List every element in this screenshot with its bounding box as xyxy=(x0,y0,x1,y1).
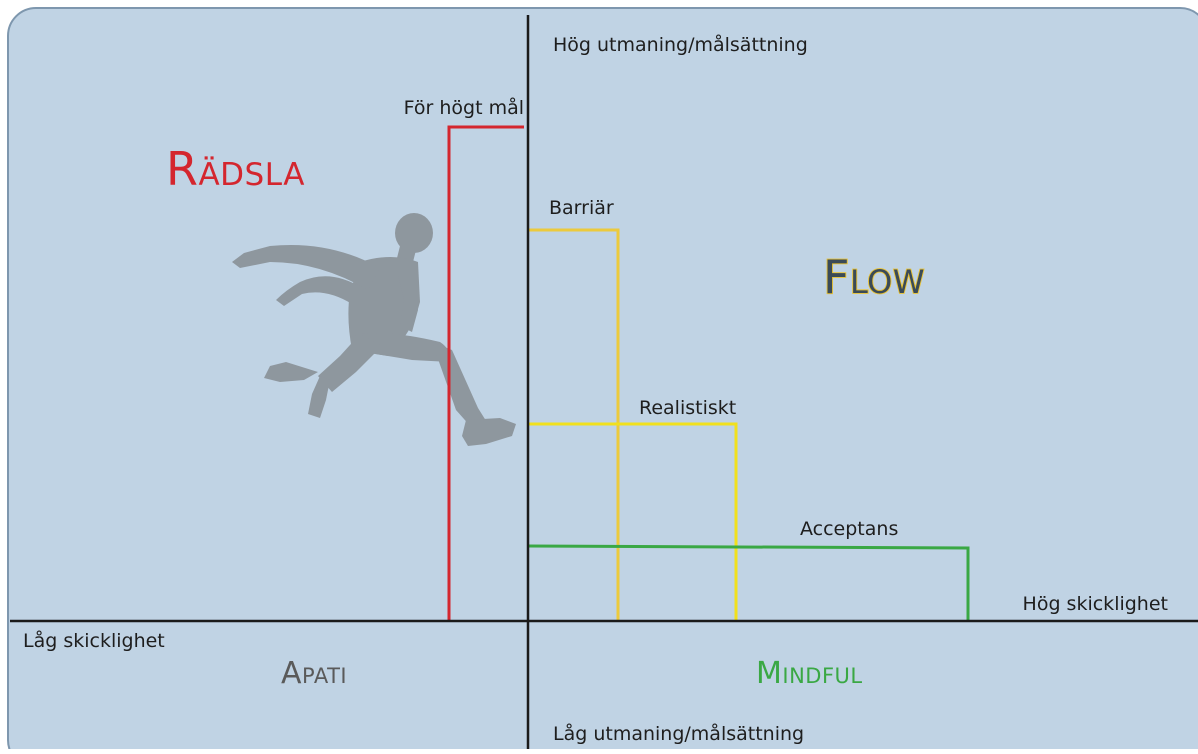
background-panel xyxy=(7,7,1198,754)
axis-label-bottom: Låg utmaning/målsättning xyxy=(553,722,804,745)
jumping-athlete-icon xyxy=(232,213,516,446)
barriar-line xyxy=(529,228,620,621)
axis-label-top: Hög utmaning/målsättning xyxy=(553,33,808,56)
quadrant-label-radsla: RÄDSLA xyxy=(166,142,305,196)
quadrant-label-apati: APATI xyxy=(281,656,347,691)
axis-label-right: Hög skicklighet xyxy=(1023,593,1168,615)
goal-label-acceptans: Acceptans xyxy=(800,518,898,540)
axis-label-left: Låg skicklighet xyxy=(23,629,165,652)
for-hogt-mal-line xyxy=(447,125,524,621)
quadrant-label-flow: FLOW xyxy=(823,250,925,304)
goal-label-for-hogt-mal: För högt mål xyxy=(404,96,524,119)
goal-label-barriar: Barriär xyxy=(549,197,614,219)
quadrant-label-mindful: MINDFUL xyxy=(756,656,863,691)
acceptans-line xyxy=(528,544,970,621)
realistiskt-line xyxy=(529,422,738,621)
goal-label-realistiskt: Realistiskt xyxy=(639,397,736,419)
